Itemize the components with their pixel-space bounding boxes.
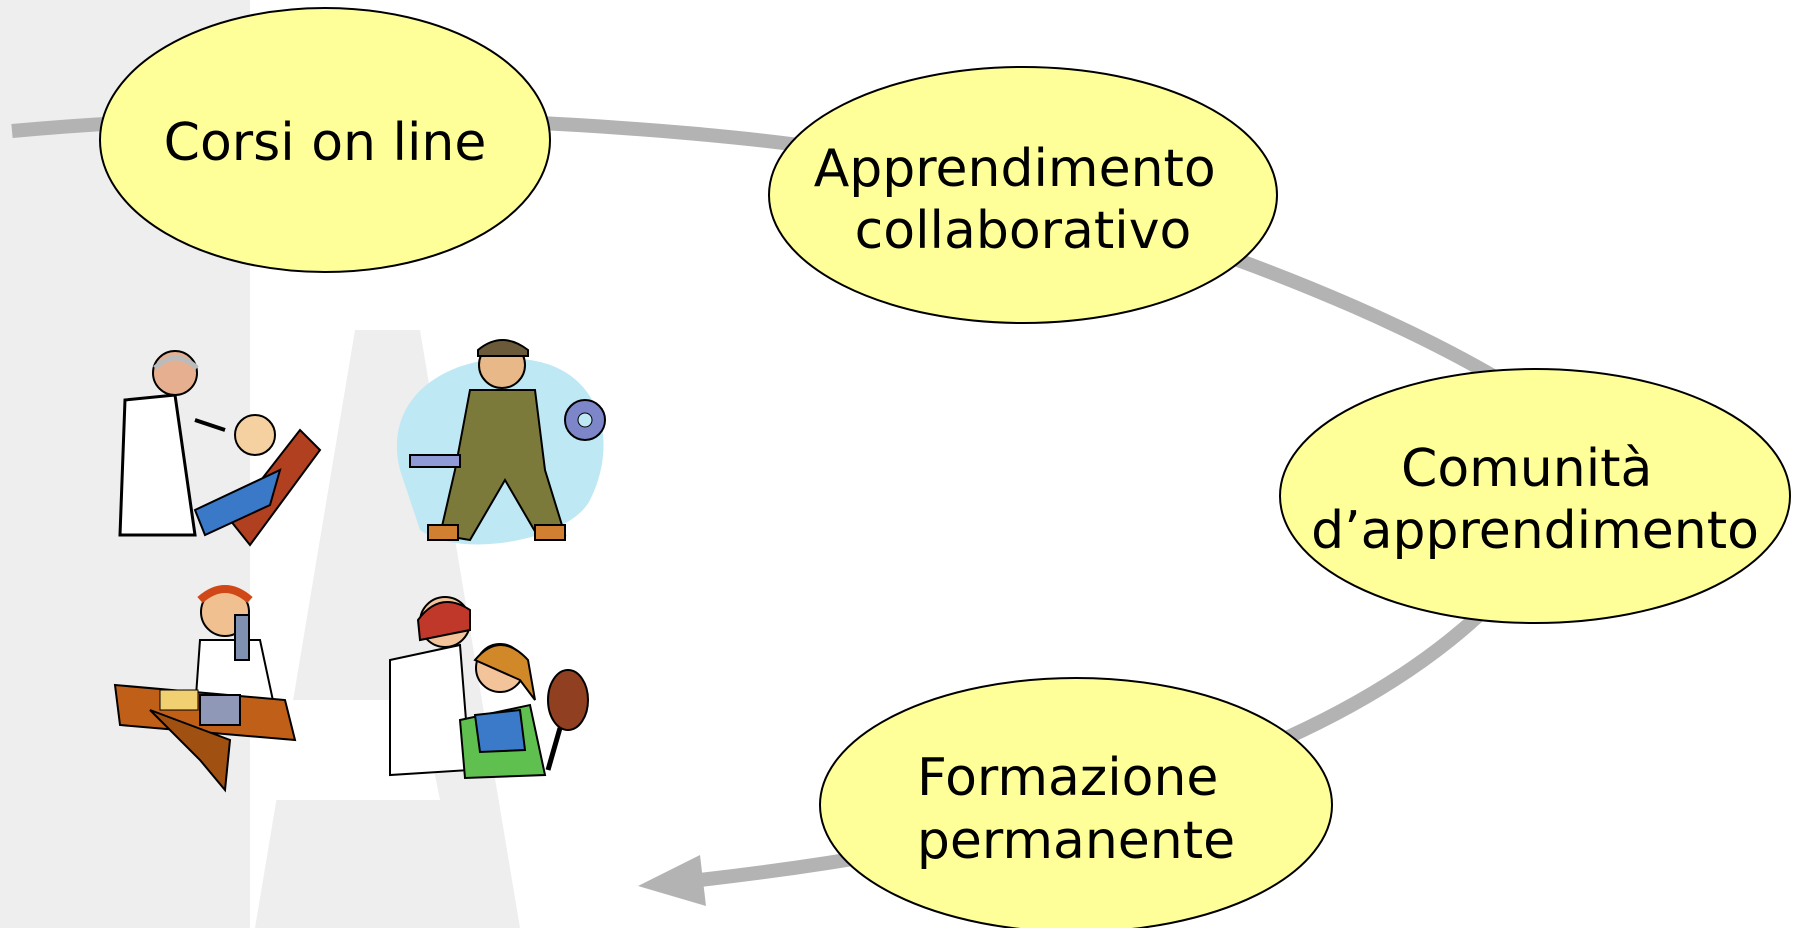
node-comunita-apprendimento: Comunità d’apprendimento	[1279, 368, 1791, 624]
office-worker-phone-clipart-icon	[113, 585, 297, 793]
dentist-clipart-icon	[118, 350, 322, 547]
node-corsi-online: Corsi on line	[99, 7, 551, 273]
node-label: Formazione permanente	[917, 748, 1235, 871]
node-formazione-permanente: Formazione permanente	[819, 677, 1333, 928]
hairdresser-clipart-icon	[389, 596, 589, 780]
mechanic-clipart-icon	[396, 339, 606, 545]
node-label: Comunità d’apprendimento	[1311, 439, 1759, 561]
arrowhead-icon	[638, 855, 706, 906]
node-label: Apprendimento collaborativo	[814, 139, 1233, 261]
node-apprendimento-collaborativo: Apprendimento collaborativo	[768, 66, 1278, 324]
node-label: Corsi on line	[164, 113, 487, 173]
